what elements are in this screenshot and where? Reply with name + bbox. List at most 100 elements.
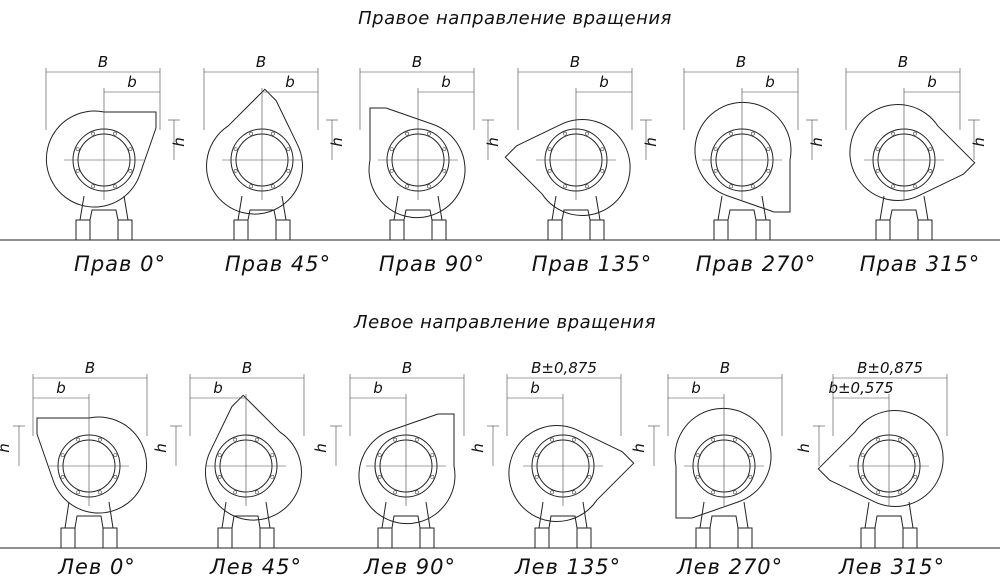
flange-bolt — [270, 475, 275, 479]
dimensions: Bbh — [203, 53, 346, 160]
flange-bolt — [587, 475, 592, 479]
label-h: h — [152, 443, 170, 453]
foot-left — [389, 219, 405, 241]
flange-bolt — [600, 147, 605, 151]
flange-bolt — [563, 131, 567, 136]
volute-outline — [45, 110, 157, 208]
flange-bolt — [233, 490, 237, 495]
label-B: B — [736, 53, 746, 71]
label-b: b — [127, 73, 137, 91]
foot-left — [60, 527, 76, 549]
flange-bolt — [427, 184, 431, 189]
label-b: b — [765, 73, 775, 91]
fan-left-270: Bbh — [630, 359, 783, 549]
flange-bolt — [585, 131, 589, 136]
foot-right — [259, 527, 275, 549]
flange-bolt — [255, 490, 259, 495]
flange-bolt — [913, 453, 918, 457]
flange-bolt — [60, 475, 65, 479]
label-h: h — [795, 443, 813, 453]
flange-bolt — [75, 147, 80, 151]
flange-bolt — [572, 437, 576, 442]
flange-bolt — [75, 169, 80, 173]
flange-bolt — [217, 453, 222, 457]
flange-bolt — [249, 184, 253, 189]
foot-right — [117, 219, 133, 241]
flange-bolt — [76, 490, 80, 495]
fan-right-270: Bbh — [683, 53, 826, 241]
flange-bolt — [286, 147, 291, 151]
flange-bolt — [585, 184, 589, 189]
flange-bolt — [405, 184, 409, 189]
flange-bolt — [860, 453, 865, 457]
volute-casing — [204, 394, 302, 521]
volute-outline — [36, 416, 148, 514]
flange-bolt — [534, 475, 539, 479]
flange-bolt — [587, 453, 592, 457]
caption-right-45: Прав 45° — [224, 252, 332, 276]
label-b: b — [213, 379, 223, 397]
volute-casing — [694, 101, 792, 213]
flange-bolt — [766, 147, 771, 151]
flange-bolt — [271, 184, 275, 189]
flange-bolt — [377, 453, 382, 457]
volute-casing — [504, 118, 631, 216]
flange-bolt — [860, 475, 865, 479]
flange-bolt — [113, 184, 117, 189]
foot-right — [755, 219, 771, 241]
volute-casing — [817, 410, 944, 508]
flange-bolt — [928, 147, 933, 151]
volute-outline — [508, 424, 635, 522]
flange-bolt — [891, 131, 895, 136]
flange-bolt — [695, 453, 700, 457]
flange-bolt — [711, 437, 715, 442]
flange-bolt — [393, 437, 397, 442]
foot-left — [860, 527, 876, 549]
volute-casing — [36, 416, 148, 514]
volute-outline — [368, 107, 466, 219]
flange-bolt — [128, 147, 133, 151]
fan-left-90: Bbh — [312, 359, 465, 549]
dimensions: Bb h — [45, 53, 188, 160]
volute-outline — [504, 118, 631, 216]
label-b: b±0,575 — [828, 379, 893, 397]
caption-left-315: Лев 315° — [838, 555, 946, 579]
volute-casing — [849, 104, 976, 202]
label-h: h — [170, 137, 188, 147]
flange-bolt — [393, 490, 397, 495]
label-B: B — [98, 53, 108, 71]
foot-right — [275, 219, 291, 241]
caption-right-270: Прав 270° — [695, 252, 817, 276]
flange-bolt — [233, 169, 238, 173]
flange-bolt — [113, 131, 117, 136]
flange-bolt — [98, 437, 102, 442]
flange-bolt — [875, 147, 880, 151]
fan-right-90: Bbh — [359, 53, 502, 241]
flange-bolt — [748, 453, 753, 457]
flange-bolt — [113, 475, 118, 479]
flange-bolt — [255, 437, 259, 442]
foot-left — [233, 219, 249, 241]
volute-outline — [206, 88, 304, 215]
flange-bolt — [711, 490, 715, 495]
dimensions: Bbh — [359, 53, 502, 160]
flange-bolt — [733, 490, 737, 495]
dimensions: Bbh — [517, 53, 660, 160]
flange-bolt — [550, 490, 554, 495]
foot-right — [902, 527, 918, 549]
foot-right — [589, 219, 605, 241]
flange-bolt — [442, 147, 447, 151]
caption-right-0: Прав 0° — [74, 252, 166, 276]
label-B: B — [242, 359, 252, 377]
caption-left-0: Лев 0° — [58, 555, 136, 579]
dimensions: Bbh — [0, 359, 148, 466]
flange-bolt — [377, 475, 382, 479]
label-h: h — [484, 137, 502, 147]
flange-bolt — [913, 475, 918, 479]
foot-right — [419, 527, 435, 549]
foot-right — [576, 527, 592, 549]
flange-bolt — [928, 169, 933, 173]
flange-bolt — [572, 490, 576, 495]
